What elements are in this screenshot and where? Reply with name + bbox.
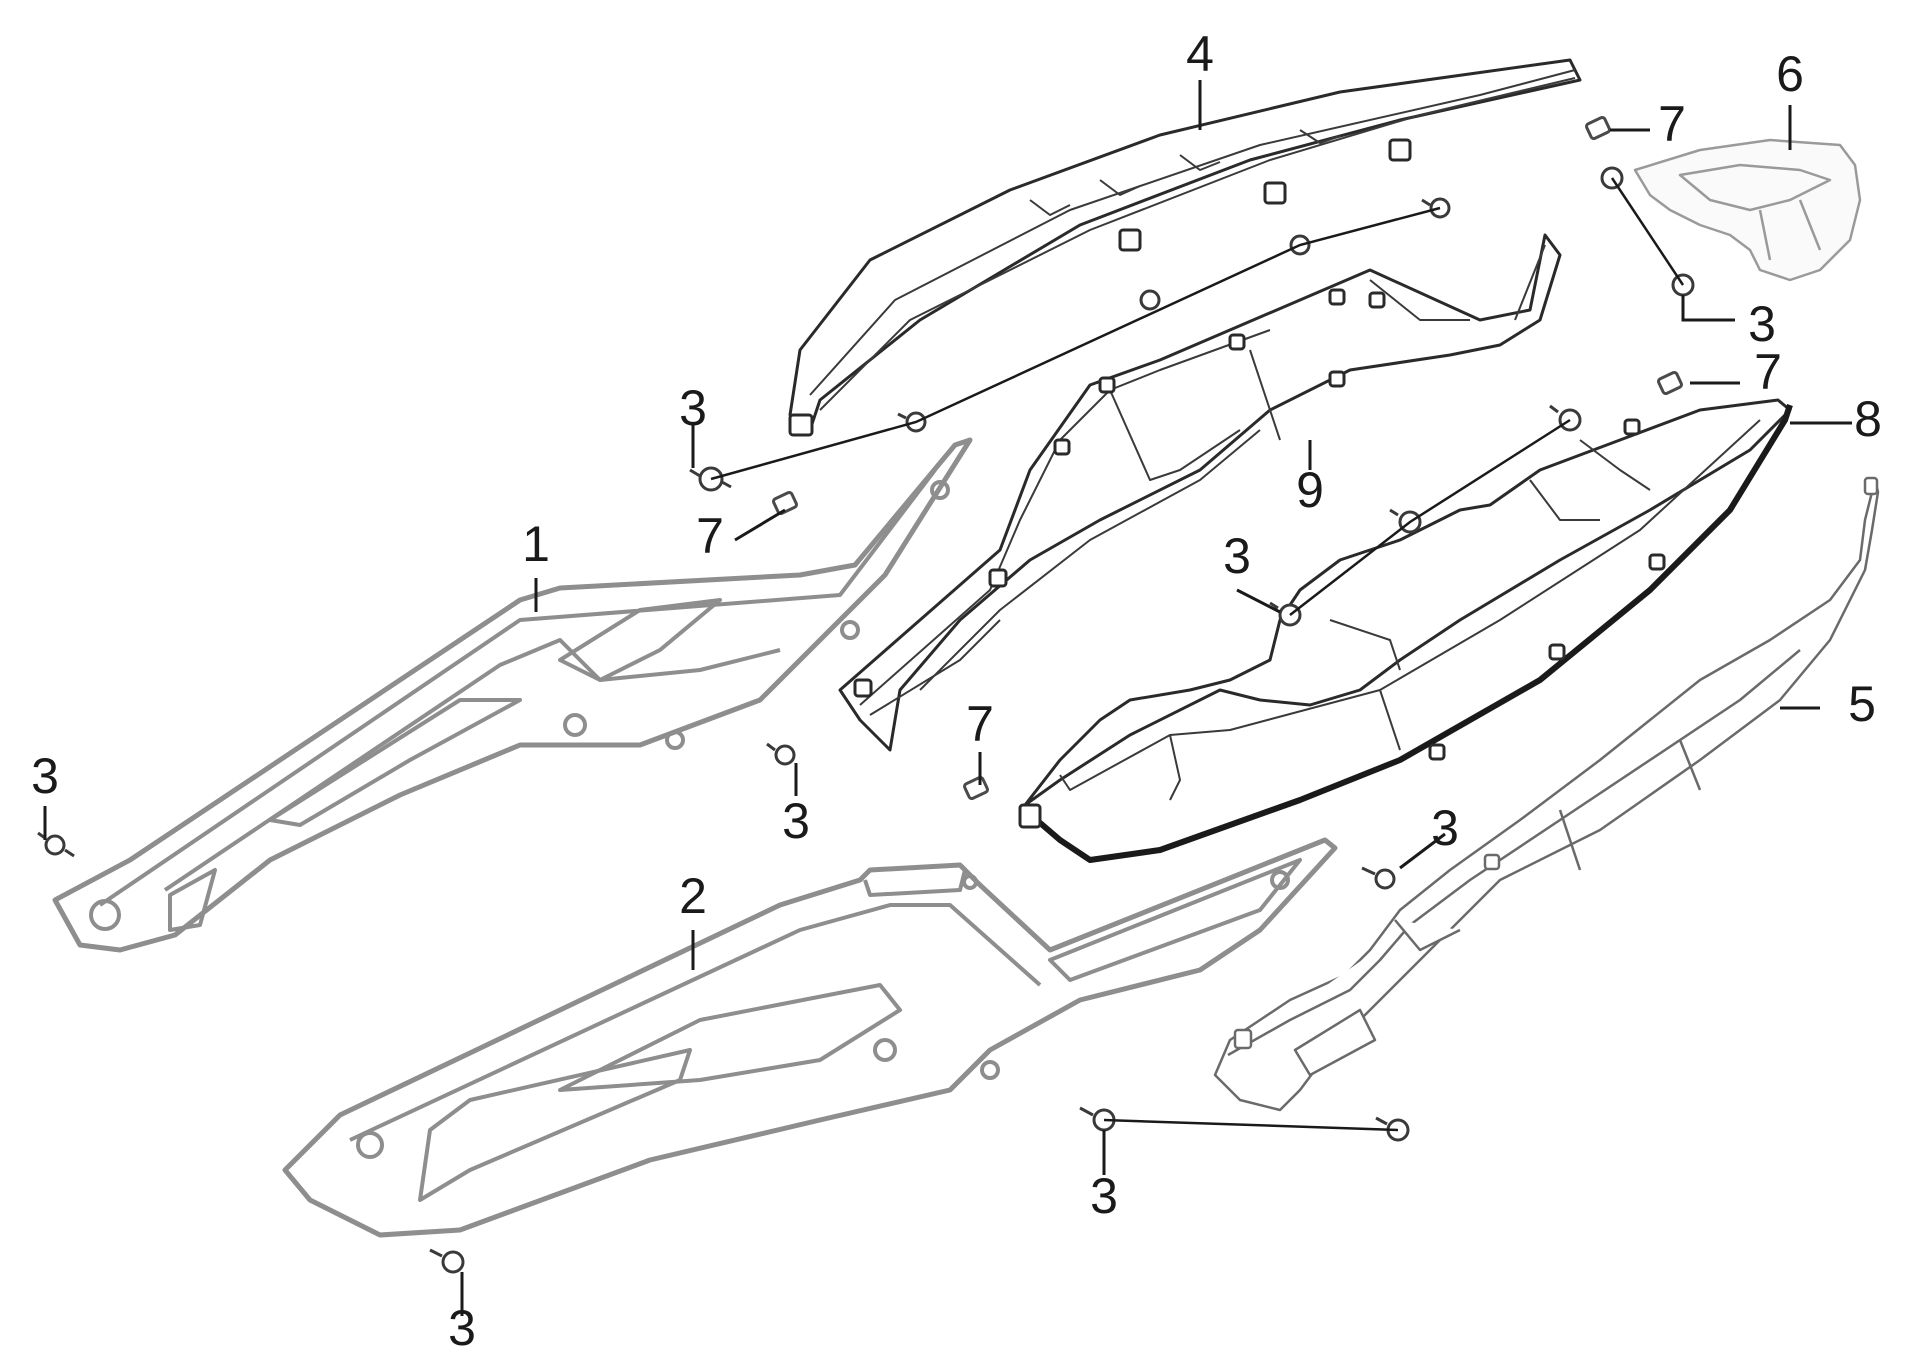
callout-part-9: 9 [1296,462,1324,518]
callout-part-3: 3 [782,793,810,849]
screw-icon[interactable] [37,831,75,858]
callout-part-3: 3 [31,748,59,804]
callout-part-3: 3 [1431,800,1459,856]
callout-part-8: 8 [1854,391,1882,447]
callout-part-7: 7 [966,696,994,752]
callout-part-7: 7 [1754,344,1782,400]
callout-part-3: 3 [1223,528,1251,584]
clip-group [772,116,1683,800]
callout-part-3: 3 [448,1300,476,1346]
part-5-side-trim[interactable] [1213,476,1880,1112]
screw-icon[interactable] [1361,866,1396,890]
screw-icon[interactable] [689,466,732,492]
callout-part-6: 6 [1776,46,1804,102]
clip-icon[interactable] [963,776,989,800]
clip-icon[interactable] [772,491,798,515]
part-6-rear-cap[interactable] [1633,138,1862,282]
screw-icon[interactable] [1549,404,1582,432]
clip-icon[interactable] [1657,371,1683,395]
part-8-under-tray[interactable] [1018,398,1793,863]
part-1-left-side-cover[interactable] [52,437,973,953]
screw-group [37,166,1695,1274]
part-4-top-rail[interactable] [788,58,1582,437]
clip-icon[interactable] [1585,116,1611,140]
screw-icon[interactable] [1389,508,1422,534]
part-2-right-side-cover[interactable] [282,837,1338,1238]
attachment-lines [710,177,1685,1132]
screw-icon[interactable] [766,742,796,766]
leader-lines [43,80,1852,1316]
callout-part-1: 1 [522,516,550,572]
screw-icon[interactable] [1269,601,1302,627]
callout-part-7: 7 [696,508,724,564]
callout-part-4: 4 [1186,26,1214,82]
callout-part-3: 3 [1090,1168,1118,1224]
callout-labels: 1 2 4 5 6 8 9 7 7 7 7 3 3 3 3 3 3 3 3 [31,26,1882,1346]
callout-part-3: 3 [679,380,707,436]
callout-part-7: 7 [1658,96,1686,152]
callout-part-5: 5 [1848,676,1876,732]
callout-part-3: 3 [1748,296,1776,352]
screw-icon[interactable] [429,1248,465,1274]
screw-icon[interactable] [1139,289,1161,311]
callout-part-2: 2 [679,868,707,924]
part-9-inner-frame[interactable] [838,233,1562,752]
